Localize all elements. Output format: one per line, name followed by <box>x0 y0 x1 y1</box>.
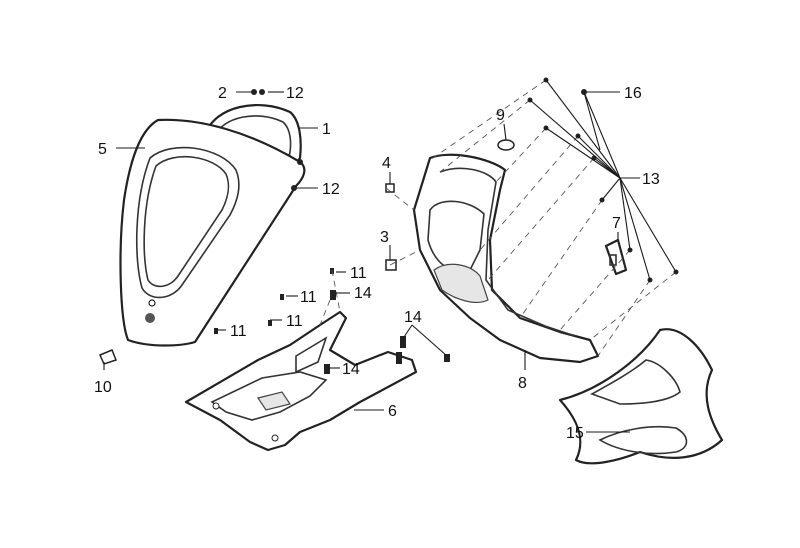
callout-11-d: 11 <box>230 323 247 340</box>
fasteners <box>99 89 587 374</box>
callout-1: 1 <box>322 121 331 138</box>
callout-15: 15 <box>566 425 584 442</box>
callout-14-c: 14 <box>342 361 360 378</box>
part-floor-panel <box>184 310 418 452</box>
callout-10: 10 <box>94 379 112 396</box>
callout-2: 2 <box>218 85 227 102</box>
assembly-lines <box>319 79 677 357</box>
callout-11-a: 11 <box>350 265 367 282</box>
callout-leaders <box>103 91 630 433</box>
callout-5: 5 <box>98 141 107 158</box>
callout-12-a: 12 <box>286 85 304 102</box>
callout-16: 16 <box>624 85 642 102</box>
part-floor-mat <box>558 328 724 465</box>
callout-7: 7 <box>612 215 621 232</box>
part-13-fastener-group <box>527 77 679 283</box>
callout-11-b: 11 <box>300 289 317 306</box>
callout-3: 3 <box>380 229 389 246</box>
callout-8: 8 <box>518 375 527 392</box>
part-leg-shield <box>412 153 600 364</box>
callout-11-c: 11 <box>286 313 303 330</box>
part-bracket <box>604 238 628 276</box>
callout-6: 6 <box>388 403 397 420</box>
callout-9: 9 <box>496 107 505 124</box>
callout-14-a: 14 <box>354 285 372 302</box>
callout-14-b: 14 <box>404 309 422 326</box>
part-front-cover <box>119 118 306 347</box>
callout-numbers: 1 2 3 4 5 6 7 8 9 10 11 11 11 11 12 12 1… <box>94 85 660 442</box>
part-16-leader <box>583 91 621 179</box>
callout-12-b: 12 <box>322 181 340 198</box>
callout-13: 13 <box>642 171 660 188</box>
callout-4: 4 <box>382 155 391 172</box>
